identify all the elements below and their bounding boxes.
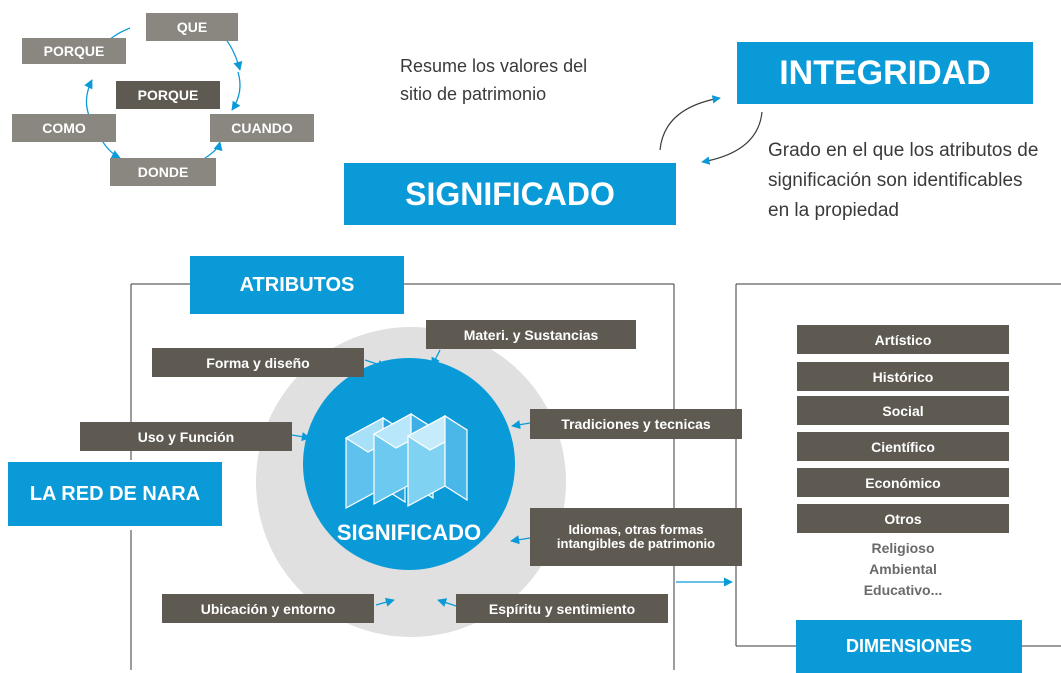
attr-tradiciones: Tradiciones y tecnicas [530,409,742,439]
integridad-label: INTEGRIDAD [737,42,1033,104]
cycle-porque-outer: PORQUE [22,38,126,64]
cycle-cuando: CUANDO [210,114,314,142]
dim-artistico: Artístico [797,325,1009,354]
significado-label: SIGNIFICADO [344,163,676,225]
attr-ubicacion: Ubicación y entorno [162,594,374,623]
attr-uso: Uso y Función [80,422,292,451]
dim-historico: Histórico [797,362,1009,391]
dimensiones-frame [735,283,1061,647]
attribute-arrows [291,349,531,607]
dim-otros: Otros [797,504,1009,533]
arrow-to-integridad [659,95,721,151]
cycle-donde: DONDE [110,158,216,186]
attr-espiritu: Espíritu y sentimiento [456,594,668,623]
dim-educativo: Educativo... [863,582,943,598]
attr-forma: Forma y diseño [152,348,364,377]
resume-text: Resume los valores del sitio de patrimon… [400,56,588,104]
cycle-como: COMO [12,114,116,142]
dim-social: Social [797,396,1009,425]
center-significado: SIGNIFICADO [336,520,482,545]
cycle-porque-center: PORQUE [116,81,220,109]
dim-ambiental: Ambiental [869,561,937,577]
cycle-que: QUE [146,13,238,41]
arrow-to-significado [701,111,763,165]
grado-text: Grado en el que los atributos de signifi… [768,140,1039,221]
attr-idiomas: Idiomas, otras formas intangibles de pat… [530,508,742,566]
atributos-title: ATRIBUTOS [190,256,404,314]
red-nara-label: LA RED DE NARA [8,462,222,526]
attr-materi: Materi. y Sustancias [426,320,636,349]
dim-cientifico: Científico [797,432,1009,461]
cubes-icon [344,412,469,510]
dimensiones-title: DIMENSIONES [796,620,1022,673]
dim-religioso: Religioso [871,540,935,556]
dim-economico: Económico [797,468,1009,497]
dim-extra-list: Religioso Ambiental Educativo... [797,538,1009,601]
